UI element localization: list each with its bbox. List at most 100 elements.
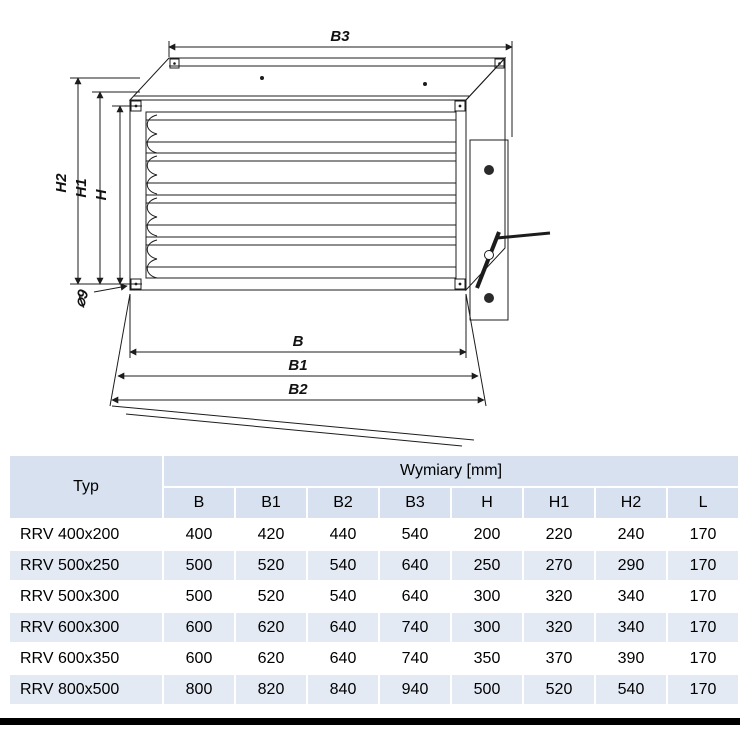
dimension-value-cell: 170 <box>665 673 741 706</box>
dimension-value-cell: 240 <box>594 518 668 551</box>
dimension-value-cell: 250 <box>450 549 524 582</box>
dimension-value-cell: 170 <box>665 580 741 613</box>
table-header-wymiary: Wymiary [mm] <box>161 454 741 488</box>
dimension-value-cell: 800 <box>162 673 236 706</box>
dimension-value-cell: 620 <box>234 642 308 675</box>
row-type-label: RRV 400x200 <box>8 518 164 551</box>
row-type-label: RRV 600x300 <box>8 611 164 644</box>
dimension-value-cell: 170 <box>665 642 741 675</box>
column-header-h: H <box>450 486 524 520</box>
dimensions-table: Typ Wymiary [mm] B B1 B2 B3 H H1 H2 L RR… <box>8 454 741 706</box>
row-type-label: RRV 500x250 <box>8 549 164 582</box>
dimension-value-cell: 300 <box>450 611 524 644</box>
top-face <box>128 57 507 101</box>
bottom-divider <box>0 718 740 725</box>
dimension-value-cell: 400 <box>162 518 236 551</box>
table-group-header-row: Typ Wymiary [mm] <box>8 454 741 520</box>
dimension-h1: H1 <box>73 91 140 285</box>
actuator-plate <box>469 139 509 321</box>
dimension-value-cell: 940 <box>378 673 452 706</box>
dimension-label-b1: B1 <box>288 357 307 374</box>
dimension-value-cell: 640 <box>378 549 452 582</box>
dimension-value-cell: 350 <box>450 642 524 675</box>
dimension-value-cell: 220 <box>522 518 596 551</box>
actuator-pivot <box>484 250 494 260</box>
dimension-value-cell: 370 <box>522 642 596 675</box>
dimension-value-cell: 740 <box>378 611 452 644</box>
damper-technical-drawing: B3 H2 H1 H <box>53 28 551 447</box>
dimension-value-cell: 300 <box>450 580 524 613</box>
dimension-value-cell: 340 <box>594 611 668 644</box>
column-header-l: L <box>665 486 741 520</box>
column-header-b1: B1 <box>234 486 308 520</box>
dimension-value-cell: 290 <box>594 549 668 582</box>
dimension-value-cell: 320 <box>522 580 596 613</box>
dimension-label-h: H <box>93 188 110 200</box>
dimension-value-cell: 270 <box>522 549 596 582</box>
dimension-h2: H2 <box>53 77 140 285</box>
dimension-value-cell: 390 <box>594 642 668 675</box>
louver-blades <box>146 119 456 268</box>
dimension-value-cell: 320 <box>522 611 596 644</box>
actuator-rod <box>496 231 551 240</box>
dimension-b2: B2 <box>111 381 485 447</box>
dimension-value-cell: 200 <box>450 518 524 551</box>
table-header-typ: Typ <box>8 454 164 520</box>
dimension-value-cell: 170 <box>665 611 741 644</box>
dimension-b: B <box>129 294 467 358</box>
dimension-value-cell: 500 <box>450 673 524 706</box>
dimension-value-cell: 540 <box>378 518 452 551</box>
actuator-knob-bottom <box>484 293 494 303</box>
dimension-hole-diameter: ⌀9 <box>71 283 128 309</box>
row-type-label: RRV 600x350 <box>8 642 164 675</box>
dimension-label-h1: H1 <box>73 178 90 197</box>
dimension-b1: B1 <box>109 293 487 407</box>
column-header-b: B <box>162 486 236 520</box>
column-header-h1: H1 <box>522 486 596 520</box>
top-face-screws <box>260 76 427 86</box>
dimension-value-cell: 520 <box>234 549 308 582</box>
dimension-value-cell: 620 <box>234 611 308 644</box>
dimension-b3: B3 <box>168 28 513 137</box>
corner-mount-plates <box>130 58 505 290</box>
dimension-value-cell: 640 <box>378 580 452 613</box>
column-header-b2: B2 <box>306 486 380 520</box>
dimension-label-hole: ⌀9 <box>71 287 93 309</box>
row-type-label: RRV 800x500 <box>8 673 164 706</box>
blade-seal-springs <box>146 114 158 279</box>
column-header-h2: H2 <box>594 486 668 520</box>
dimension-value-cell: 600 <box>162 642 236 675</box>
actuator-assembly <box>469 139 551 321</box>
dimension-value-cell: 540 <box>306 549 380 582</box>
dimension-value-cell: 820 <box>234 673 308 706</box>
dimension-label-h2: H2 <box>53 173 70 193</box>
dimension-value-cell: 520 <box>234 580 308 613</box>
table-column-header-row: B B1 B2 B3 H H1 H2 L <box>9 486 741 520</box>
dimension-value-cell: 740 <box>378 642 452 675</box>
dimension-label-b2: B2 <box>288 381 308 398</box>
dimension-value-cell: 640 <box>306 611 380 644</box>
dimension-value-cell: 600 <box>162 611 236 644</box>
dimension-value-cell: 840 <box>306 673 380 706</box>
dimension-value-cell: 640 <box>306 642 380 675</box>
dimension-value-cell: 540 <box>594 673 668 706</box>
dimension-value-cell: 520 <box>522 673 596 706</box>
dimension-value-cell: 440 <box>306 518 380 551</box>
actuator-knob-top <box>484 165 494 175</box>
dimension-value-cell: 500 <box>162 580 236 613</box>
dimension-value-cell: 170 <box>665 549 741 582</box>
actuator-lever <box>475 231 501 289</box>
dimension-label-b: B <box>293 333 304 350</box>
column-header-b3: B3 <box>378 486 452 520</box>
dimension-value-cell: 500 <box>162 549 236 582</box>
dimension-label-b3: B3 <box>330 28 350 45</box>
row-type-label: RRV 500x300 <box>8 580 164 613</box>
